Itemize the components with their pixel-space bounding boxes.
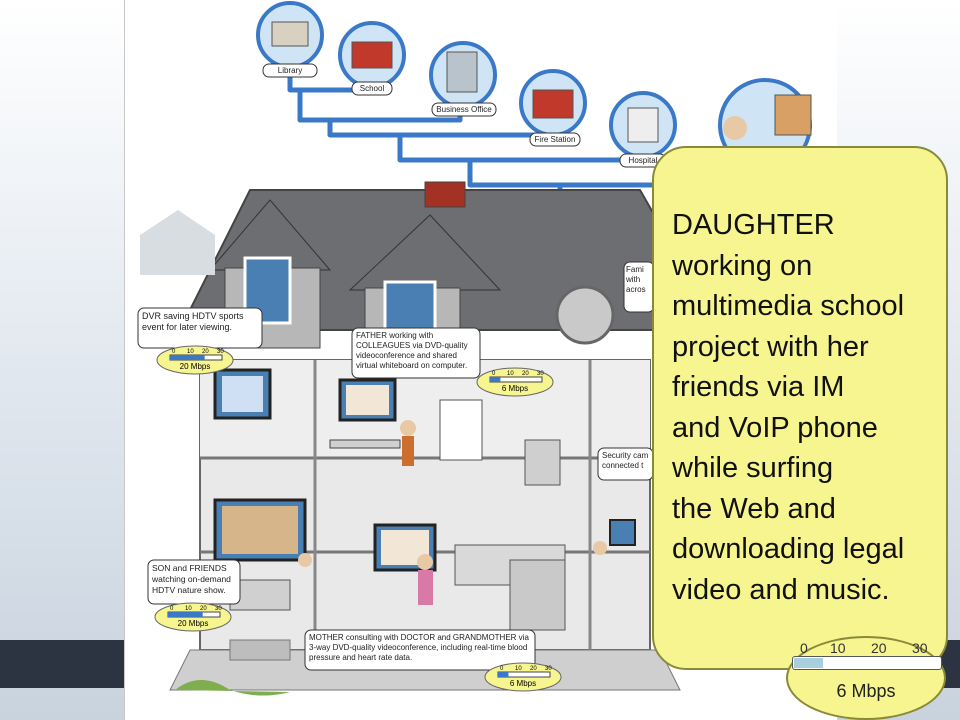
mother-label: MOTHER consulting with DOCTOR and GRANDM… — [309, 633, 529, 662]
mother-meter-tick: 30 — [545, 666, 552, 672]
son-meter-label: 20 Mbps — [178, 619, 209, 628]
security-callout: Security cam connected t — [597, 447, 654, 481]
mini-meter-father: 0 10 20 30 6 Mbps — [476, 367, 554, 397]
round-window — [555, 285, 615, 345]
son-meter-fill — [168, 612, 203, 617]
dvr-meter-tick: 10 — [187, 349, 194, 355]
dvr-meter-fill — [170, 355, 205, 360]
family-callout: Fami with acros — [623, 261, 655, 313]
security-label: Security cam connected t — [602, 451, 649, 470]
son-meter-tick: 30 — [215, 606, 222, 612]
dvr-meter-tick: 20 — [202, 349, 209, 355]
school-label: School — [360, 84, 385, 93]
son-label: SON and FRIENDS watching on-demand HDTV … — [152, 563, 231, 595]
bandwidth-meter-ticks: 0 10 20 30 — [800, 640, 948, 656]
library-label: Library — [278, 66, 302, 75]
fire-station-node: Fire Station — [519, 69, 587, 147]
mother-meter-tick: 10 — [515, 666, 522, 672]
bandwidth-meter-label: 6 Mbps — [836, 681, 896, 701]
dvr-meter-tick: 30 — [217, 349, 224, 355]
father-meter-label: 6 Mbps — [502, 384, 528, 393]
mini-meter-dvr: 0 10 20 30 20 Mbps — [156, 345, 234, 375]
school-node: School — [338, 21, 406, 96]
son-callout: SON and FRIENDS watching on-demand HDTV … — [147, 559, 241, 605]
son-meter-tick: 0 — [170, 606, 174, 612]
library-node: Library — [256, 1, 324, 78]
meter-tick-10: 10 — [830, 640, 846, 656]
dvr-meter-label: 20 Mbps — [180, 362, 211, 371]
meter-tick-0: 0 — [800, 640, 808, 656]
bandwidth-meter-fill — [794, 658, 823, 668]
mother-callout: MOTHER consulting with DOCTOR and GRANDM… — [304, 629, 536, 671]
mini-meter-mother: 0 10 20 30 6 Mbps — [484, 662, 562, 692]
meter-tick-20: 20 — [871, 640, 887, 656]
business-office-node: Business Office — [429, 41, 497, 117]
father-meter-tick: 20 — [522, 371, 529, 377]
father-meter-tick: 30 — [537, 371, 544, 377]
hospital-node: Hospital — [609, 91, 677, 168]
hospital-label: Hospital — [629, 156, 658, 165]
daughter-callout-text: DAUGHTER working on multimedia school pr… — [672, 209, 905, 606]
mother-meter-fill — [498, 672, 509, 677]
mother-meter-tick: 0 — [500, 666, 504, 672]
mini-meter-son: 0 10 20 30 20 Mbps — [154, 602, 232, 632]
mother-meter-label: 6 Mbps — [510, 679, 536, 688]
chimney — [424, 181, 466, 208]
father-callout: FATHER working with COLLEAGUES via DVD-q… — [351, 327, 481, 379]
father-meter-fill — [490, 377, 501, 382]
business-office-label: Business Office — [436, 105, 492, 114]
dvr-label: DVR saving HDTV sports event for later v… — [142, 311, 244, 332]
meter-tick-30: 30 — [912, 640, 928, 656]
bandwidth-meter — [786, 636, 946, 720]
dvr-meter-tick: 0 — [172, 349, 176, 355]
father-label: FATHER working with COLLEAGUES via DVD-q… — [356, 331, 468, 370]
father-meter-tick: 10 — [507, 371, 514, 377]
family-label: Fami with acros — [626, 265, 646, 294]
father-meter-tick: 0 — [492, 371, 496, 377]
mother-meter-tick: 20 — [530, 666, 537, 672]
dvr-callout: DVR saving HDTV sports event for later v… — [137, 307, 263, 349]
son-meter-tick: 10 — [185, 606, 192, 612]
son-meter-tick: 20 — [200, 606, 207, 612]
daughter-callout — [652, 146, 948, 670]
fire-station-label: Fire Station — [535, 135, 576, 144]
bandwidth-meter-bar — [792, 656, 942, 670]
